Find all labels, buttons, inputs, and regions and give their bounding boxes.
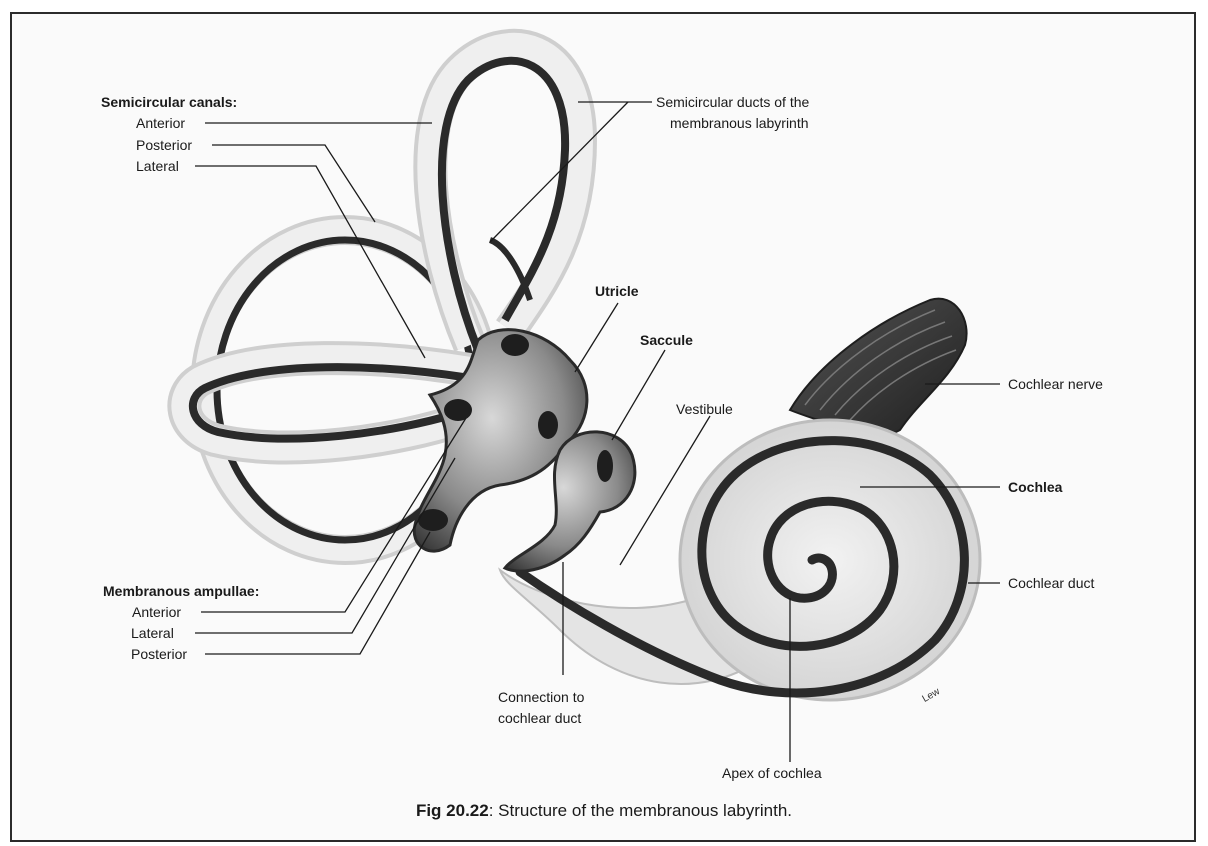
lateral-canal (184, 358, 470, 447)
label-utricle: Utricle (595, 283, 639, 299)
label-ampulla-anterior: Anterior (132, 604, 181, 620)
label-saccule: Saccule (640, 332, 693, 348)
label-membranous-ampullae: Membranous ampullae: (103, 583, 259, 599)
label-semicircular-ducts-line1: Semicircular ducts of the (656, 94, 809, 110)
label-connection-line1: Connection to (498, 689, 584, 705)
label-ampulla-posterior: Posterior (131, 646, 187, 662)
label-vestibule: Vestibule (676, 401, 733, 417)
caption-number: Fig 20.22 (416, 801, 489, 820)
label-cochlear-nerve: Cochlear nerve (1008, 376, 1103, 392)
caption-text: : Structure of the membranous labyrinth. (489, 801, 792, 820)
label-connection-line2: cochlear duct (498, 710, 581, 726)
leader-canal-posterior (212, 145, 375, 222)
figure-caption: Fig 20.22: Structure of the membranous l… (0, 801, 1208, 821)
leader-saccule (612, 350, 665, 440)
label-semicircular-ducts-line2: membranous labyrinth (670, 115, 809, 131)
label-ampulla-lateral: Lateral (131, 625, 174, 641)
label-canal-anterior: Anterior (136, 115, 185, 131)
label-cochlear-duct: Cochlear duct (1008, 575, 1094, 591)
label-canal-posterior: Posterior (136, 137, 192, 153)
anterior-canal (430, 46, 580, 350)
label-cochlea: Cochlea (1008, 479, 1062, 495)
cochlear-nerve-shape (790, 299, 967, 440)
leader-utricle (575, 303, 618, 372)
label-semicircular-canals: Semicircular canals: (101, 94, 237, 110)
label-canal-lateral: Lateral (136, 158, 179, 174)
label-apex-of-cochlea: Apex of cochlea (722, 765, 822, 781)
